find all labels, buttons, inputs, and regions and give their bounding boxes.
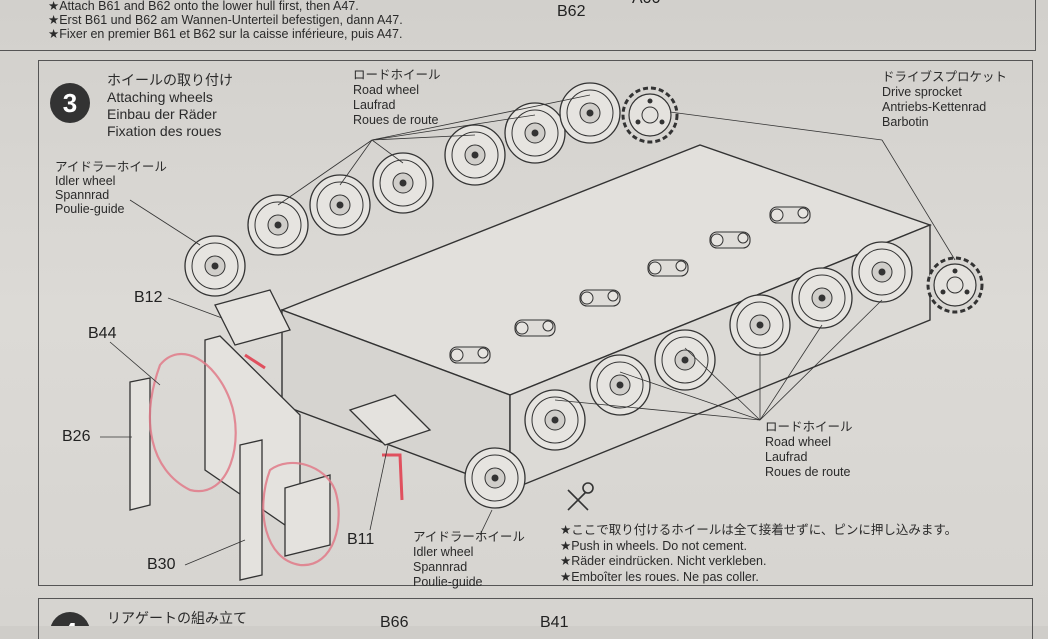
idler-wheel-label-top: アイドラーホイール Idler wheel Spannrad Poulie-gu… xyxy=(55,160,167,216)
assembly-diagram: 3 4 xyxy=(50,82,984,626)
step4-number-circle xyxy=(50,612,90,626)
top-note-1: ★Attach B61 and B62 onto the lower hull … xyxy=(48,0,359,13)
part-b62-label: B62 xyxy=(557,3,586,20)
far-drive-sprocket-icon xyxy=(621,86,679,144)
part-b11-label: B11 xyxy=(347,531,375,548)
step3-title: ホイールの取り付け Attaching wheels Einbau der Rä… xyxy=(107,72,233,140)
step3-title-de: Einbau der Räder xyxy=(107,106,217,122)
step3-number-circle xyxy=(50,83,90,123)
drive-sprocket-label: ドライブスプロケット Drive sprocket Antriebs-Kette… xyxy=(882,70,1008,129)
step3-frame xyxy=(38,60,1033,586)
step3-number: 3 xyxy=(63,88,77,118)
leader-lines xyxy=(100,94,956,566)
rear-plates xyxy=(129,289,432,581)
highlight-marks xyxy=(148,352,340,567)
idler-wheel-label-bottom: アイドラーホイール Idler wheel Spannrad Poulie-gu… xyxy=(413,530,525,589)
red-edge-b11 xyxy=(382,453,404,501)
near-drive-sprocket-icon xyxy=(926,256,984,314)
top-note-3: ★Fixer en premier B61 et B62 sur la cais… xyxy=(48,27,403,41)
step3-title-fr: Fixation des roues xyxy=(107,123,222,139)
part-b41-label: B41 xyxy=(540,614,569,631)
step4-title: リアゲートの組み立て xyxy=(107,610,247,626)
assembly-notes: ★ここで取り付けるホイールは全て接着せずに、ピンに押し込みます。 ★Push i… xyxy=(560,523,957,585)
far-idler-wheel-icon xyxy=(184,235,246,297)
part-b44-label: B44 xyxy=(88,325,117,342)
previous-step-frame xyxy=(0,0,1036,51)
part-b26-label: B26 xyxy=(62,428,91,445)
road-wheel-label-bottom: ロードホイール Road wheel Laufrad Roues de rout… xyxy=(765,420,853,479)
note-de: ★Räder eindrücken. Nicht verkleben. xyxy=(560,554,767,568)
road-wheel-label-top: ロードホイール Road wheel Laufrad Roues de rout… xyxy=(353,68,441,127)
part-cut-label: A00 xyxy=(632,0,660,9)
note-fr: ★Emboîter les roues. Ne pas coller. xyxy=(560,569,759,584)
note-en: ★Push in wheels. Do not cement. xyxy=(560,538,747,553)
part-b30-label: B30 xyxy=(147,556,176,573)
step4-number: 4 xyxy=(63,617,78,626)
near-idler-wheel-icon xyxy=(464,447,526,509)
note-ja: ★ここで取り付けるホイールは全て接着せずに、ピンに押し込みます。 xyxy=(560,523,958,537)
top-note-2: ★Erst B61 und B62 am Wannen-Unterteil be… xyxy=(48,13,403,27)
part-b12-label: B12 xyxy=(134,289,163,306)
step3-title-en: Attaching wheels xyxy=(107,89,213,105)
step3-title-ja: ホイールの取り付け xyxy=(107,72,233,88)
no-cement-icon xyxy=(567,482,594,511)
step4-frame xyxy=(38,598,1033,639)
part-b66-label: B66 xyxy=(380,614,409,631)
red-edge-b12 xyxy=(244,353,266,370)
